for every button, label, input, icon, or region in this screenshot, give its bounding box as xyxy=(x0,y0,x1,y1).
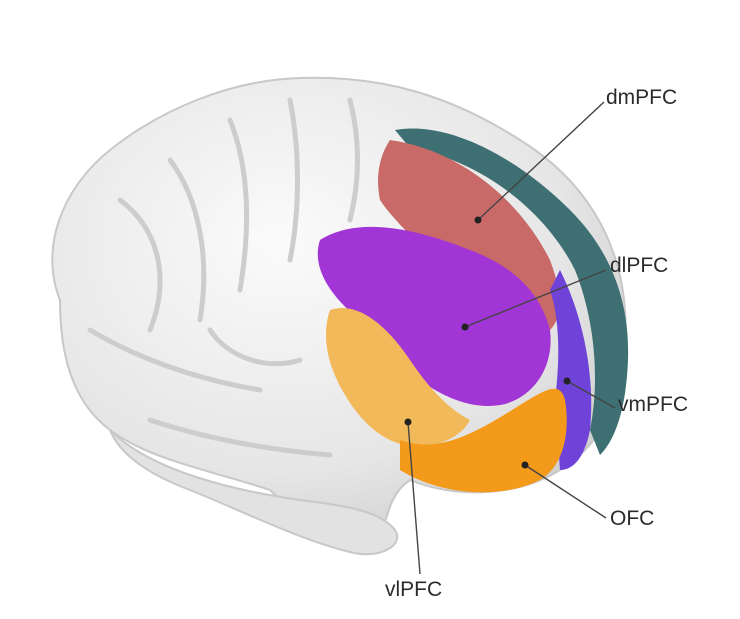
label-vlpfc: vlPFC xyxy=(385,578,443,601)
label-dlpfc: dlPFC xyxy=(610,254,669,277)
leader-vlpfc xyxy=(407,421,421,575)
medial-band-region xyxy=(395,128,629,455)
dot-vlpfc xyxy=(404,418,412,426)
temporal-lobe xyxy=(109,429,399,556)
leader-dlpfc xyxy=(464,269,607,328)
leader-ofc xyxy=(524,464,607,519)
cortex-folds xyxy=(87,97,360,458)
dot-dmpfc xyxy=(474,216,482,224)
dot-dlpfc xyxy=(461,323,469,331)
label-dmpfc: dmPFC xyxy=(606,86,678,109)
leader-vmpfc xyxy=(566,380,616,409)
leader-dots xyxy=(404,216,571,469)
dlpfc-region xyxy=(317,226,551,406)
dot-vmpfc xyxy=(563,377,571,385)
leader-dmpfc xyxy=(477,101,605,221)
label-ofc: OFC xyxy=(610,507,655,530)
label-vmpfc: vmPFC xyxy=(618,393,688,416)
dot-ofc xyxy=(521,461,529,469)
vlpfc-region xyxy=(325,308,470,447)
leader-lines xyxy=(407,101,616,575)
